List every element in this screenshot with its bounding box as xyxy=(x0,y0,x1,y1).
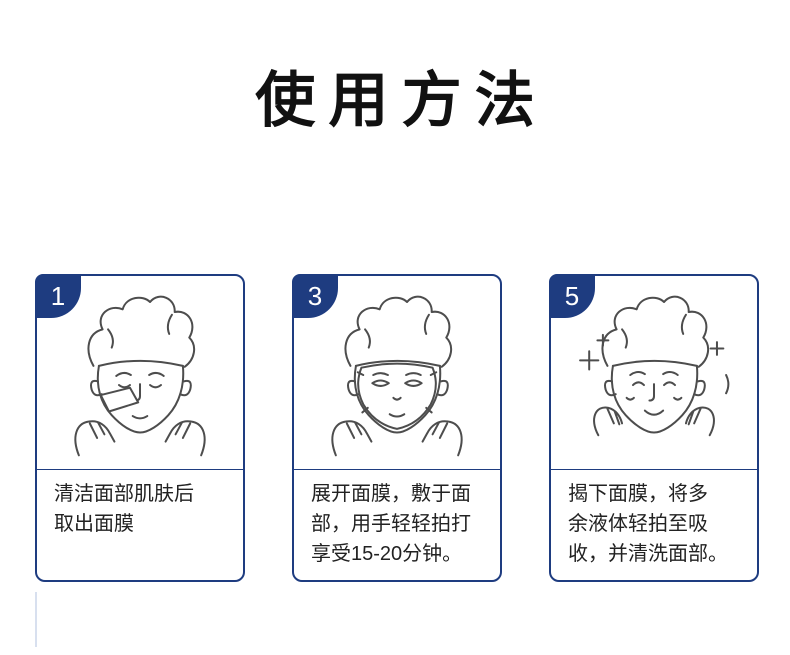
step-card-5: 5 xyxy=(549,274,759,582)
sheet-mask-face-icon xyxy=(331,295,463,457)
usage-instructions-page: 使用方法 1 xyxy=(0,52,790,647)
face-cleansing-illustration xyxy=(37,276,243,469)
decorative-accent-line xyxy=(35,592,37,647)
step-card-3: 3 xyxy=(292,274,502,582)
face-cleansing-icon xyxy=(74,295,206,457)
steps-row: 1 xyxy=(35,274,759,582)
step-text: 展开面膜，敷于面 部，用手轻轻拍打 享受15-20分钟。 xyxy=(294,469,500,580)
step-text: 揭下面膜，将多 余液体轻拍至吸 收，并清洗面部。 xyxy=(551,469,757,580)
clean-face-illustration xyxy=(551,276,757,469)
smiling-face-sparkles-icon xyxy=(579,295,730,437)
page-title: 使用方法 xyxy=(255,67,548,134)
face-with-mask-illustration xyxy=(294,276,500,469)
step-card-1: 1 xyxy=(35,274,245,582)
step-number-badge: 1 xyxy=(35,274,81,318)
step-text: 清洁面部肌肤后 取出面膜 xyxy=(37,469,243,580)
